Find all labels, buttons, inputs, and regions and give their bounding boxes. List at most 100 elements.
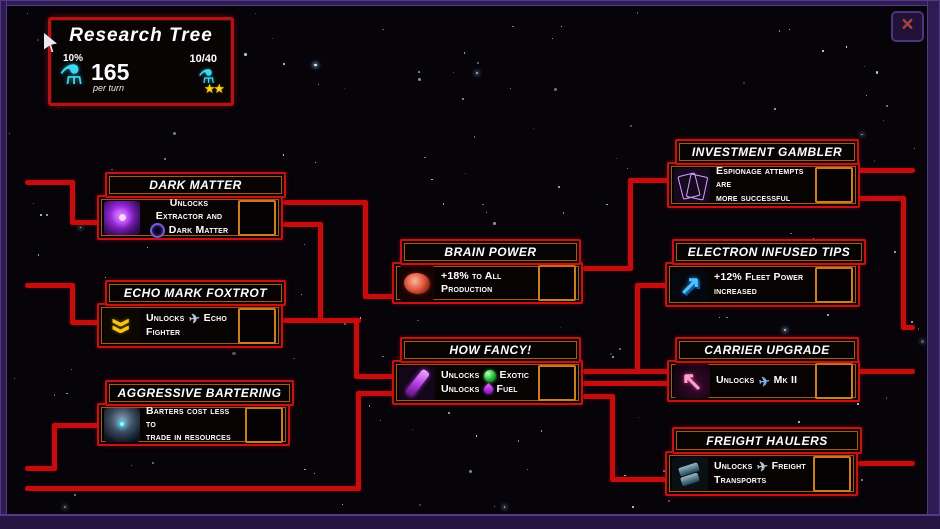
- star: [554, 87, 558, 91]
- close-icon: ×: [901, 13, 914, 36]
- research-checkbox[interactable]: [815, 167, 853, 203]
- star: [380, 419, 382, 421]
- star: [164, 157, 166, 160]
- star: [417, 319, 419, 322]
- research-checkbox[interactable]: [813, 455, 851, 492]
- star: [447, 412, 450, 414]
- connector-line: [283, 200, 368, 205]
- star: [111, 168, 113, 171]
- star: [412, 429, 414, 431]
- research-checkbox[interactable]: [245, 406, 283, 443]
- window-frame-left: [0, 0, 7, 529]
- star: [917, 328, 920, 330]
- star: [894, 250, 897, 253]
- research-node-carrier-upgrade[interactable]: ↖ Unlocks✈Mk II: [667, 360, 860, 402]
- node-title-dark-matter: DARK MATTER: [105, 172, 286, 198]
- star: [36, 38, 39, 41]
- connector-line: [25, 180, 75, 185]
- star: [485, 211, 488, 214]
- connector-line: [363, 200, 368, 299]
- star: [382, 355, 384, 358]
- star: [718, 317, 720, 319]
- connector-line: [858, 461, 915, 466]
- star: [152, 462, 154, 464]
- research-checkbox[interactable]: [238, 307, 276, 344]
- research-progress: 10/40: [189, 53, 217, 65]
- node-description: Unlocks Extractor and Dark Matter: [146, 197, 232, 239]
- star: [858, 465, 860, 467]
- research-node-aggressive-bartering[interactable]: Barters cost less to trade in resources: [97, 403, 290, 446]
- node-description: +12% Fleet Power increased: [714, 271, 804, 297]
- connector-line: [628, 178, 633, 271]
- research-checkbox[interactable]: [538, 265, 576, 301]
- research-per-turn-value: 165: [91, 59, 130, 85]
- node-title-carrier-upgrade: CARRIER UPGRADE: [675, 337, 859, 363]
- star: [66, 393, 68, 395]
- research-node-electron-infused-tips[interactable]: ↗ +12% Fleet Power increased: [665, 262, 860, 307]
- star: [482, 203, 485, 206]
- star: [822, 49, 825, 52]
- gambler-cards-icon: [674, 168, 710, 202]
- star: [615, 157, 617, 159]
- star: [469, 470, 473, 474]
- node-description: Unlocks✈Freight Transports: [714, 458, 806, 486]
- connector-line: [635, 283, 640, 374]
- star: [343, 87, 345, 89]
- research-node-echo-mark-foxtrot[interactable]: » Unlocks✈Echo Fighter: [97, 303, 283, 348]
- star: [70, 368, 73, 370]
- star: [37, 254, 40, 257]
- star: [826, 313, 829, 316]
- node-title-aggressive-bartering: AGGRESSIVE BARTERING: [105, 380, 294, 406]
- star: [624, 474, 626, 476]
- node-description: Unlocks✈Echo Fighter: [146, 310, 227, 338]
- research-checkbox[interactable]: [538, 364, 576, 401]
- node-description: Unlocks✈Mk II: [716, 372, 798, 390]
- connector-line: [356, 391, 361, 491]
- research-checkbox[interactable]: [815, 363, 853, 399]
- star: [473, 136, 476, 138]
- research-node-dark-matter[interactable]: Unlocks Extractor and Dark Matter: [97, 195, 283, 240]
- star: [14, 378, 16, 380]
- research-node-brain-power[interactable]: +18% to All Production: [392, 262, 583, 304]
- star: [557, 186, 560, 189]
- echo-fighter-ship-icon: ✈: [187, 310, 201, 328]
- star: [636, 12, 639, 14]
- window-frame-bottom: [0, 514, 940, 529]
- star: [612, 355, 615, 358]
- star: [631, 505, 634, 509]
- window-frame-top: [0, 0, 940, 6]
- fuel-resource-icon: [481, 382, 495, 396]
- connector-line: [583, 369, 671, 374]
- research-checkbox[interactable]: [238, 199, 276, 236]
- node-title-echo-mark-foxtrot: ECHO MARK FOXTROT: [105, 280, 286, 306]
- node-title-electron-infused-tips: ELECTRON INFUSED TIPS: [672, 239, 866, 265]
- star: [512, 25, 514, 28]
- star: [885, 104, 889, 107]
- star: [359, 317, 362, 319]
- star: [342, 503, 344, 505]
- freighter-icon: [672, 456, 708, 491]
- freight-transport-ship-icon: ✈: [755, 458, 769, 476]
- star: [532, 127, 535, 130]
- star: [619, 347, 621, 350]
- flask-icon: ⚗: [59, 60, 84, 90]
- connector-line: [583, 381, 671, 386]
- star: [725, 316, 728, 319]
- research-checkbox[interactable]: [815, 266, 853, 303]
- window-frame-right: [927, 0, 940, 529]
- star: [662, 469, 666, 473]
- star: [813, 238, 815, 240]
- star: [463, 51, 466, 54]
- star: [774, 108, 776, 110]
- star: [517, 439, 520, 442]
- star: [314, 63, 317, 67]
- exotic-resource-icon: [483, 369, 496, 382]
- node-title-brain-power: BRAIN POWER: [400, 239, 581, 265]
- star: [283, 63, 285, 65]
- star: [8, 132, 11, 135]
- close-button[interactable]: ×: [891, 11, 924, 42]
- research-node-investment-gambler[interactable]: Espionage attempts are more successful: [667, 162, 860, 208]
- star: [914, 148, 916, 150]
- research-node-freight-haulers[interactable]: Unlocks✈Freight Transports: [665, 451, 858, 496]
